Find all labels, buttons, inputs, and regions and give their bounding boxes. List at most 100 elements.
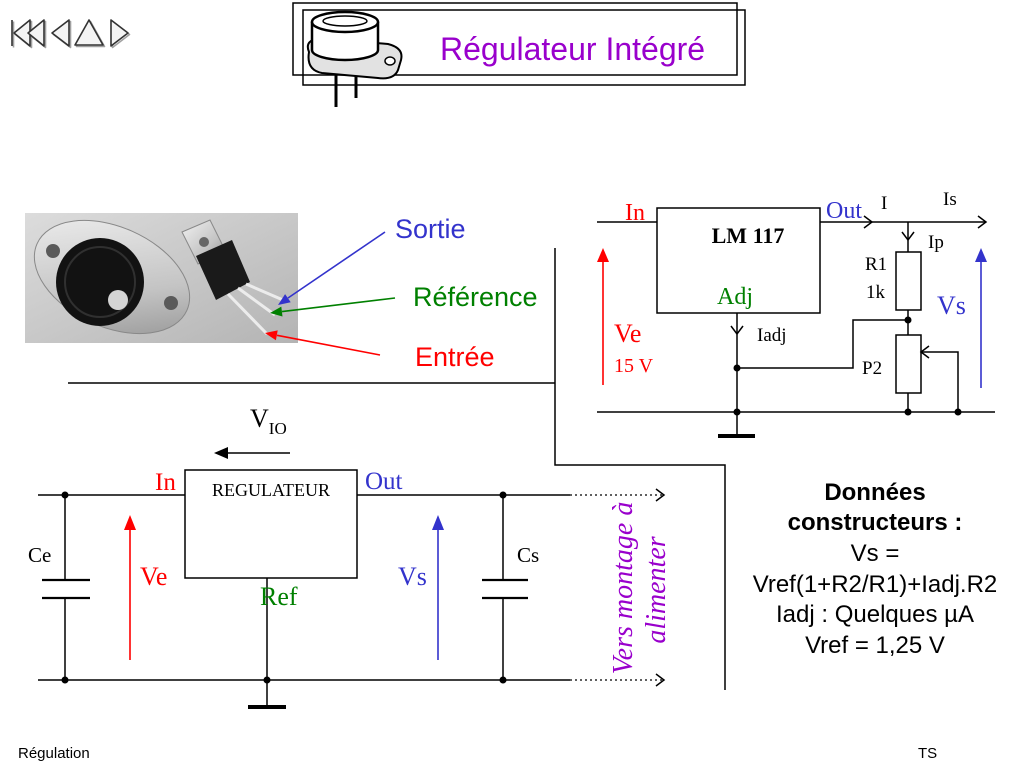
resistor-r1 [895,251,922,311]
ground-to-load-arrow [655,673,666,687]
input-pointer-arrowhead [265,330,278,341]
junction-dot [499,491,507,499]
component-photo [25,213,298,343]
footer-right: TS [918,745,937,762]
regulator-block [184,469,358,579]
p2-name: P2 [862,358,882,379]
output-pin-label: Sortie [395,214,466,244]
vio-arrowhead [214,447,228,459]
ce-label: Ce [28,543,51,567]
vs-arrowhead [432,515,444,530]
output-pointer-line [287,231,386,299]
current-is-label: Is [943,189,957,210]
next-slide-icon [110,19,131,49]
current-ip-arrow [901,231,915,242]
home-slide-icon [74,19,106,48]
input-pointer-line [276,334,381,356]
to3-photo-marking [108,290,128,310]
datasheet-line: Vs = [851,540,900,567]
chip-name: LM 117 [712,223,785,248]
vs-formula: Vref(1+R2/R1)+Iadj.R2 [753,571,998,598]
regulator-circuit: VIO REGULATEUR In Out Ref Ce Cs Ve [28,404,666,709]
title-frame-front [302,9,746,86]
photo-pin-labels: Sortie Référence Entrée [265,214,538,372]
junction-dot [61,676,69,684]
junction-dot [61,491,69,499]
slide-title: Régulateur Intégré [440,31,705,67]
ref-pin-label: Ref [260,582,298,611]
current-is-arrow [977,215,988,229]
junction-dot [733,364,741,372]
footer-left: Régulation [18,745,90,762]
input-pin-label: Entrée [415,342,495,372]
ground-symbol [248,705,286,709]
reference-pointer-arrowhead [270,306,283,317]
junction-dot [263,676,271,684]
reference-pin-label: Référence [413,282,538,312]
to3-package-icon [306,10,403,107]
p2-wiper-arrow [919,345,930,359]
to3-photo-can [56,238,144,326]
junction-dot [904,316,912,324]
load-note-line-2: alimenter [641,536,672,643]
to220-lead-input [226,292,269,336]
regulator-block-label: REGULATEUR [212,480,330,500]
to3-photo-can-ring [64,246,136,318]
adj-feedback-wire [737,319,908,369]
junction-dot [733,408,741,416]
adj-pin-label: Adj [717,284,753,310]
load-note-line-1: Vers montage à [608,502,639,675]
junction-dot [904,408,912,416]
datasheet-heading: Données [824,479,925,506]
previous-slide-button[interactable] [51,19,72,49]
r1-value: 1k [866,282,886,303]
datasheet-heading: constructeurs : [788,509,963,536]
previous-slide-icon [51,19,72,49]
out-pin-label: Out [826,198,862,224]
ve-label: Ve [614,319,641,348]
first-slide-button[interactable] [11,19,47,49]
output-pointer-arrowhead [278,294,291,305]
p2-wiper-wire [921,351,959,412]
r1-name: R1 [865,254,887,275]
datasheet-block: Données constructeurs : Vs = Vref(1+R2/R… [753,479,998,659]
out-pin-label: Out [365,468,403,495]
junction-dot [499,676,507,684]
vs-label: Vs [398,562,427,591]
junction-dot [954,408,962,416]
current-ip-label: Ip [928,232,944,253]
vs-arrowhead [975,248,987,262]
vio-subscript: IO [269,419,287,438]
separator-step [554,248,726,690]
in-pin-label: In [625,200,645,226]
iadj-spec: Iadj : Quelques µA [776,601,974,628]
to3-can-dome [322,15,368,27]
cs-label: Cs [517,543,539,567]
ve-arrowhead [597,248,609,262]
first-slide-icon [11,19,47,49]
in-pin-label: In [155,469,176,496]
vs-label: Vs [937,291,966,320]
to3-regulator-package [33,219,191,335]
lm117-circuit: LM 117 Adj In Out I Is Ip R1 1k Iadj P2 … [597,189,995,438]
home-slide-button[interactable] [74,19,106,48]
up-triangle [74,19,104,46]
left-triangle [51,19,70,47]
to220-lead-output [245,282,284,302]
right-triangle [110,19,129,47]
vref-spec: Vref = 1,25 V [805,632,945,659]
to220-body [196,240,250,300]
lm117-chip [656,207,821,314]
ve-value: 15 V [614,355,654,377]
to3-photo-hole [46,244,60,258]
current-iadj-arrow [730,325,744,336]
title-frame [292,2,746,86]
ve-arrowhead [124,515,136,530]
ve-label: Ve [140,562,167,591]
ground-symbol [718,434,755,438]
to3-photo-hole [164,296,178,310]
current-iadj-label: Iadj [757,325,787,346]
next-slide-button[interactable] [110,19,131,49]
to220-lead-reference [237,286,276,317]
